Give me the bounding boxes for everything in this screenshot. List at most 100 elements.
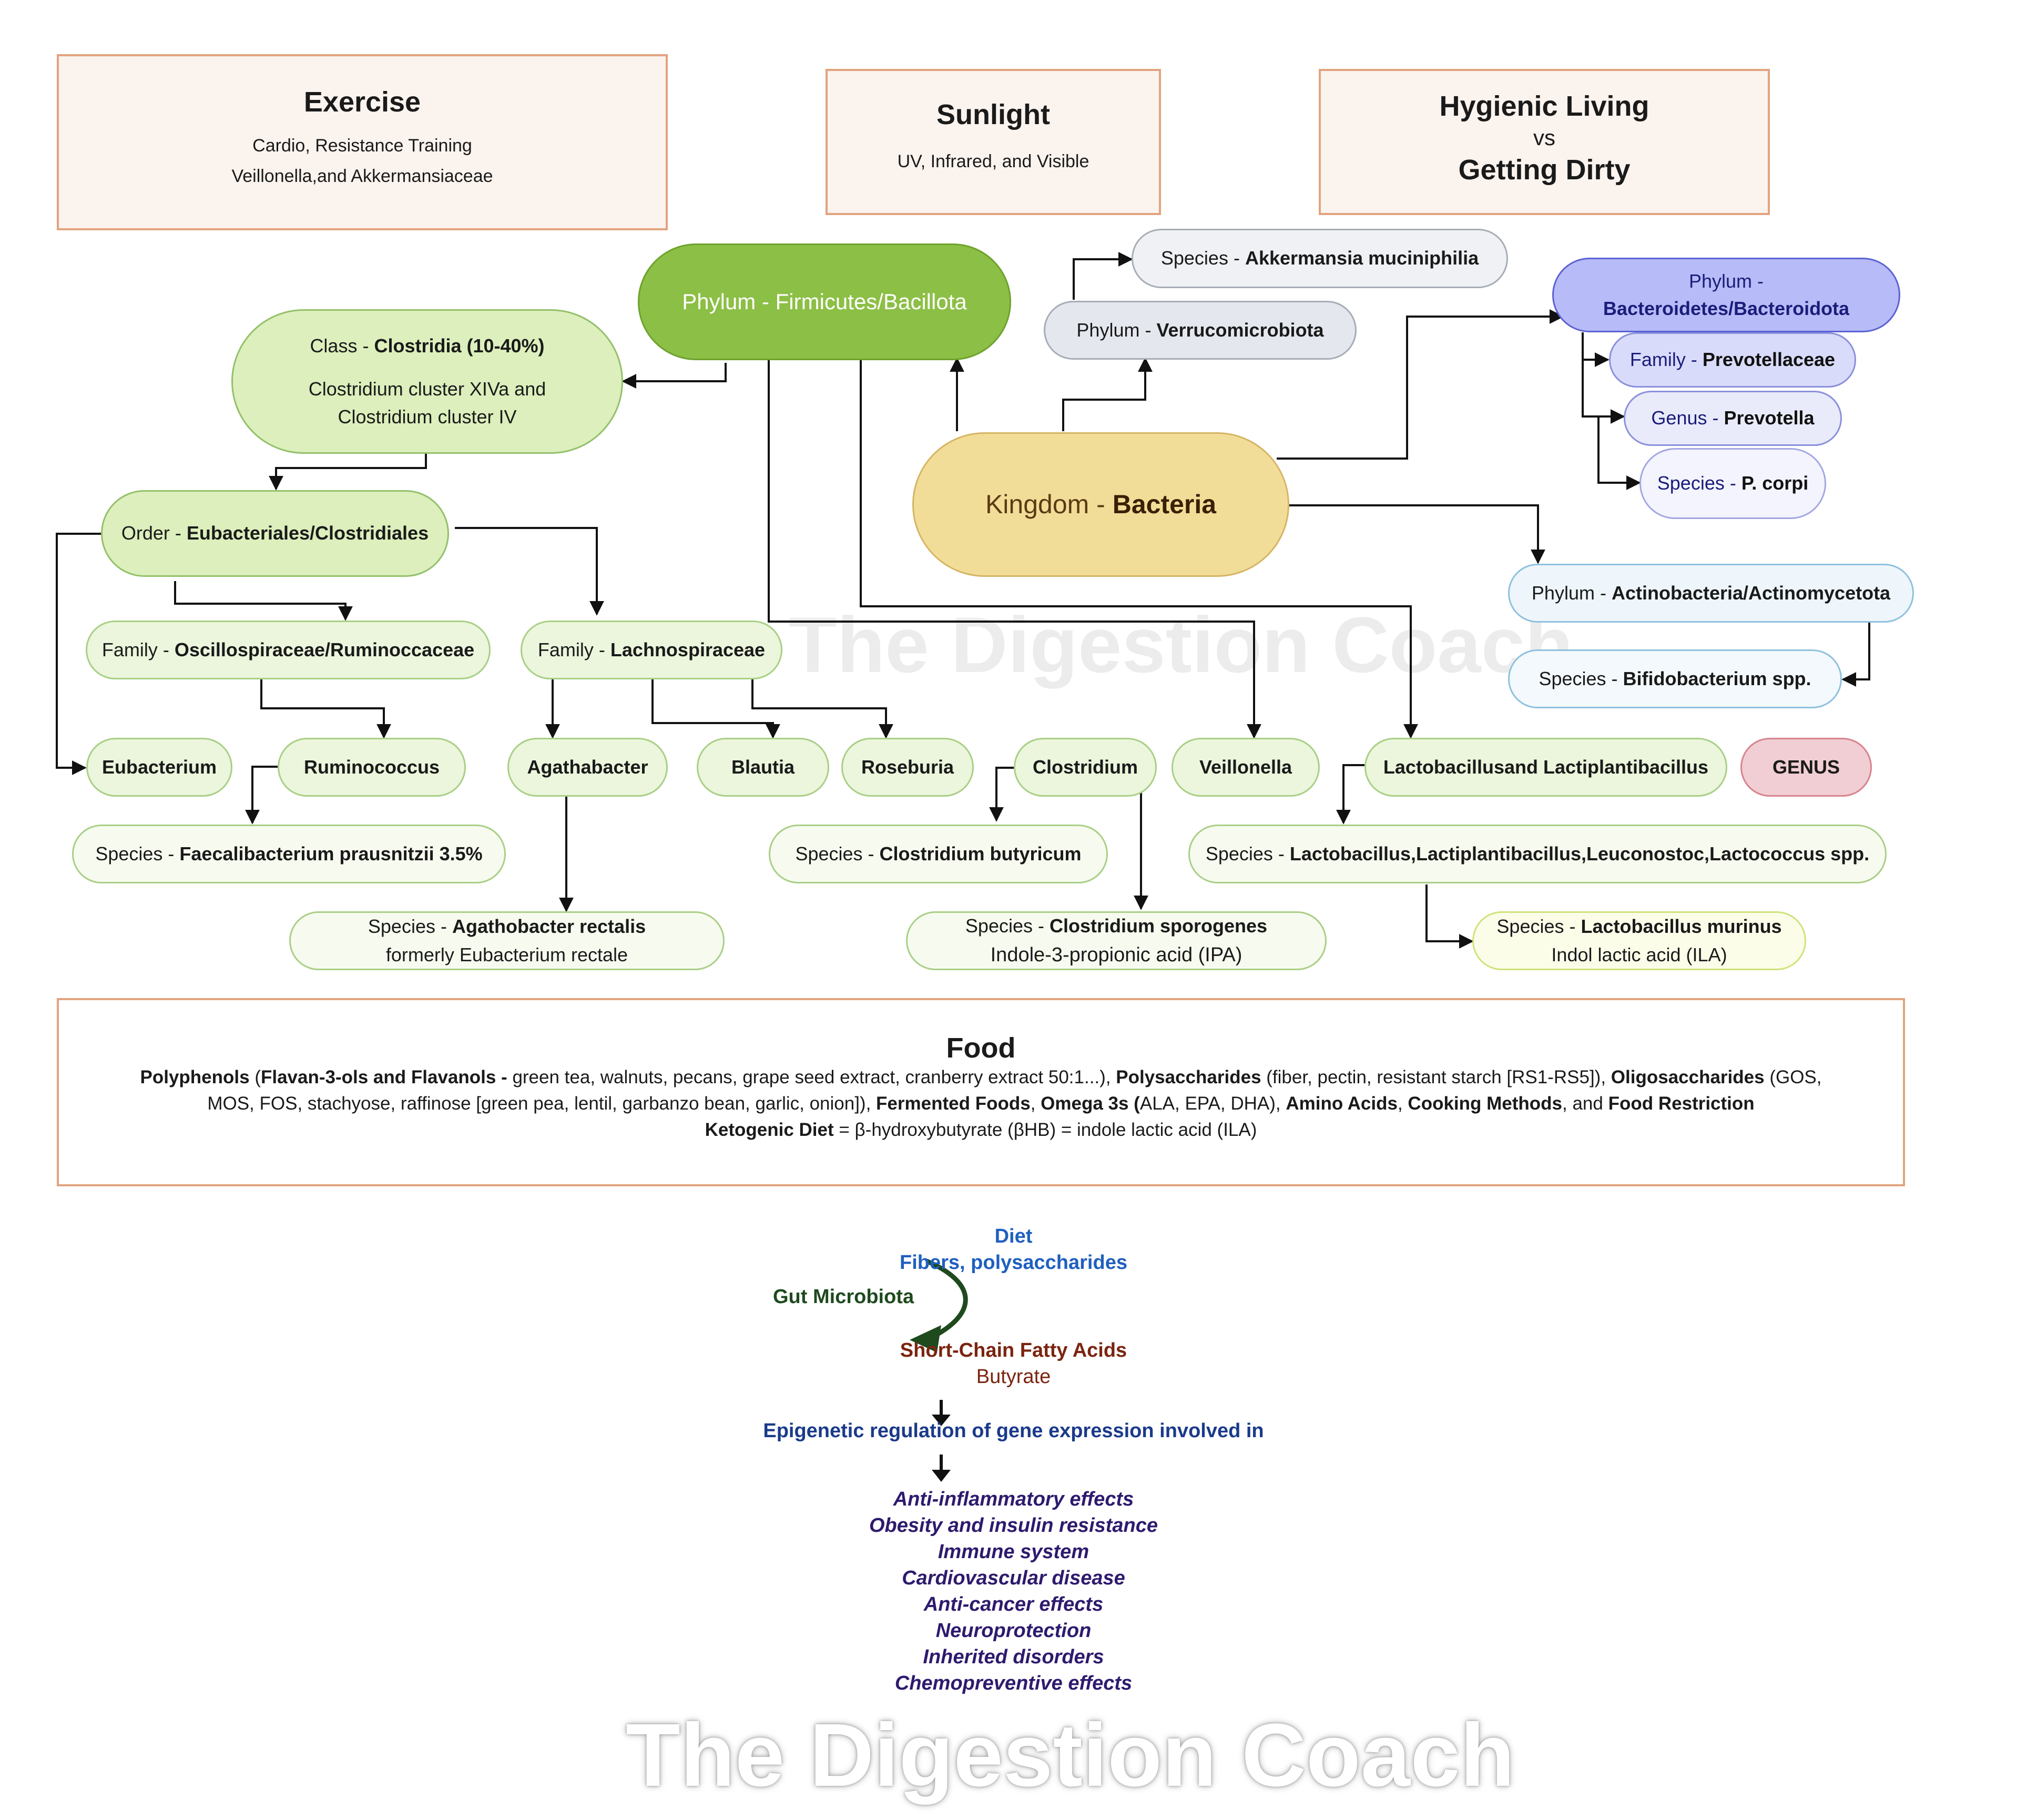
oscillo-prefix: Family - xyxy=(101,638,175,660)
prevotella-name: Prevotella xyxy=(1724,407,1815,429)
species-pcorpi-node: Species - P. corpi xyxy=(1639,448,1826,519)
order-prefix: Order - xyxy=(121,522,187,544)
food-flavanols: Flavan-3-ols and Flavanols - xyxy=(260,1067,513,1087)
firmicutes-name: Firmicutes/Bacillota xyxy=(775,289,967,314)
lachno-prefix: Family - xyxy=(537,638,610,660)
hygiene-title-2: Getting Dirty xyxy=(1458,154,1631,186)
food-text: MOS, FOS, stachyose, raffinose [green pe… xyxy=(207,1093,877,1114)
genus-ruminococcus-node: Ruminococcus xyxy=(278,738,466,797)
food-line-2: MOS, FOS, stachyose, raffinose [green pe… xyxy=(59,1091,1903,1117)
verruco-prefix: Phylum - xyxy=(1076,319,1157,341)
sunlight-title: Sunlight xyxy=(936,99,1050,130)
sunlight-line-1: UV, Infrared, and Visible xyxy=(897,151,1089,171)
food-polysaccharides: Polysaccharides xyxy=(1116,1067,1261,1087)
genus-clostridium-node: Clostridium xyxy=(1014,738,1157,797)
phylum-firmicutes-node: Phylum - Firmicutes/Bacillota xyxy=(638,243,1011,360)
species-agathobacter-rectalis-node: Species - Agathobacter rectalis formerly… xyxy=(289,911,725,970)
family-lachnospiraceae-node: Family - Lachnospiraceae xyxy=(521,621,782,679)
clostridia-line-1: Clostridium cluster XIVa and xyxy=(308,378,546,400)
exercise-line-1: Cardio, Resistance Training xyxy=(252,136,472,156)
lacto-name: Lactobacillusand Lactiplantibacillus xyxy=(1383,756,1709,778)
food-text: ( xyxy=(249,1067,261,1087)
flow-fibers: Fibers, polysaccharides xyxy=(900,1252,1127,1274)
kingdom-bacteria-node: Kingdom - Bacteria xyxy=(912,432,1289,577)
class-clostridia-node: Class - Clostridia (10-40%) Clostridium … xyxy=(231,309,623,454)
faecali-name: Faecalibacterium prausnitzii 3.5% xyxy=(179,842,483,865)
bacteroidetes-name: Bacteroidetes/Bacteroidota xyxy=(1603,298,1850,319)
species-bifidobacterium-node: Species - Bifidobacterium spp. xyxy=(1508,649,1842,708)
food-polyphenols: Polyphenols xyxy=(140,1067,250,1087)
cbutyricum-name: Clostridium butyricum xyxy=(879,842,1082,865)
food-fermented: Fermented Foods xyxy=(876,1093,1031,1114)
bifido-name: Bifidobacterium spp. xyxy=(1623,667,1811,689)
exercise-box: Exercise Cardio, Resistance Training Vei… xyxy=(57,54,668,230)
clostridium-name: Clostridium xyxy=(1032,756,1138,778)
flow-effect-8: Chemopreventive effects xyxy=(894,1672,1133,1694)
flow-scfa: Short-Chain Fatty Acids xyxy=(900,1339,1127,1361)
food-restriction: Food Restriction xyxy=(1608,1093,1755,1114)
food-amino-acids: Amino Acids xyxy=(1286,1093,1398,1114)
flow-butyrate: Butyrate xyxy=(976,1366,1051,1388)
flow-effect-4: Cardiovascular disease xyxy=(902,1567,1125,1589)
food-ketogenic: Ketogenic Diet xyxy=(705,1120,834,1140)
flow-effect-6: Neuroprotection xyxy=(935,1620,1092,1642)
species-faecalibacterium-node: Species - Faecalibacterium prausnitzii 3… xyxy=(72,825,506,883)
prevotellaceae-prefix: Family - xyxy=(1629,349,1703,371)
agrectalis-prefix: Species - xyxy=(368,916,452,937)
order-eubacteriales-node: Order - Eubacteriales/Clostridiales xyxy=(101,490,449,577)
lmurinus-name: Lactobacillus murinus xyxy=(1581,916,1782,937)
clostridia-name: Clostridia (10-40%) xyxy=(374,335,545,357)
actino-prefix: Phylum - xyxy=(1531,582,1612,604)
flow-effect-7: Inherited disorders xyxy=(923,1646,1104,1668)
hygiene-box: Hygienic Living vs Getting Dirty xyxy=(1319,69,1770,215)
family-oscillospiraceae-node: Family - Oscillospiraceae/Ruminoccaceae xyxy=(86,621,491,679)
verruco-name: Verrucomicrobiota xyxy=(1156,319,1324,341)
species-clostridium-sporogenes-node: Species - Clostridium sporogenes Indole-… xyxy=(906,911,1327,970)
ruminococcus-name: Ruminococcus xyxy=(303,756,440,778)
lachno-name: Lachnospiraceae xyxy=(610,638,766,660)
family-prevotellaceae-node: Family - Prevotellaceae xyxy=(1609,332,1856,388)
prevotella-prefix: Genus - xyxy=(1651,407,1724,429)
genus-lactobacillus-node: Lactobacillusand Lactiplantibacillus xyxy=(1364,738,1727,797)
genus-prevotella-node: Genus - Prevotella xyxy=(1624,391,1842,446)
genus-legend-node: GENUS xyxy=(1740,738,1872,797)
phylum-bacteroidetes-node: Phylum - Bacteroidetes/Bacteroidota xyxy=(1552,258,1900,332)
flow-effect-2: Obesity and insulin resistance xyxy=(869,1514,1158,1537)
genus-veillonella-node: Veillonella xyxy=(1172,738,1320,797)
food-text: , xyxy=(1030,1093,1041,1114)
food-text: (fiber, pectin, resistant starch [RS1-RS… xyxy=(1261,1067,1611,1087)
food-text: (GOS, xyxy=(1764,1067,1822,1087)
oscillo-name: Oscillospiraceae/Ruminoccaceae xyxy=(174,638,475,660)
akkermansia-name: Akkermansia muciniphilia xyxy=(1245,247,1479,269)
food-omega3: Omega 3s ( xyxy=(1041,1093,1140,1114)
flow-effect-3: Immune system xyxy=(938,1541,1089,1563)
faecali-prefix: Species - xyxy=(95,842,180,865)
phylum-verrucomicrobiota-node: Phylum - Verrucomicrobiota xyxy=(1044,301,1357,360)
csporogenes-line-2: Indole-3-propionic acid (IPA) xyxy=(990,943,1242,966)
akkermansia-prefix: Species - xyxy=(1160,247,1245,269)
food-text: = β-hydroxybutyrate (βHB) = indole lacti… xyxy=(833,1120,1257,1140)
lactospp-prefix: Species - xyxy=(1205,842,1290,865)
pcorpi-name: P. corpi xyxy=(1741,472,1809,494)
cbutyricum-prefix: Species - xyxy=(795,842,880,865)
food-title: Food xyxy=(946,1032,1016,1064)
food-text: , xyxy=(1397,1093,1408,1114)
pcorpi-prefix: Species - xyxy=(1657,472,1741,494)
species-lactobacillus-murinus-node: Species - Lactobacillus murinus Indol la… xyxy=(1472,911,1806,970)
genus-agathabacter-node: Agathabacter xyxy=(507,738,668,797)
flow-diet: Diet xyxy=(994,1225,1033,1247)
clostridia-prefix: Class - xyxy=(310,335,374,357)
lactospp-name: Lactobacillus,Lactiplantibacillus,Leucon… xyxy=(1289,842,1870,865)
food-text: , and xyxy=(1562,1093,1608,1114)
phylum-actinobacteria-node: Phylum - Actinobacteria/Actinomycetota xyxy=(1508,564,1914,623)
veillonella-name: Veillonella xyxy=(1199,756,1292,778)
genus-label: GENUS xyxy=(1772,756,1840,778)
species-clostridium-butyricum-node: Species - Clostridium butyricum xyxy=(769,825,1108,883)
food-text: green tea, walnuts, pecans, grape seed e… xyxy=(512,1067,1116,1087)
food-line-1: Polyphenols (Flavan-3-ols and Flavanols … xyxy=(59,1064,1903,1091)
genus-roseburia-node: Roseburia xyxy=(841,738,974,797)
food-box: Food Polyphenols (Flavan-3-ols and Flava… xyxy=(57,998,1905,1186)
actino-name: Actinobacteria/Actinomycetota xyxy=(1611,582,1891,604)
agathabacter-name: Agathabacter xyxy=(527,756,648,778)
